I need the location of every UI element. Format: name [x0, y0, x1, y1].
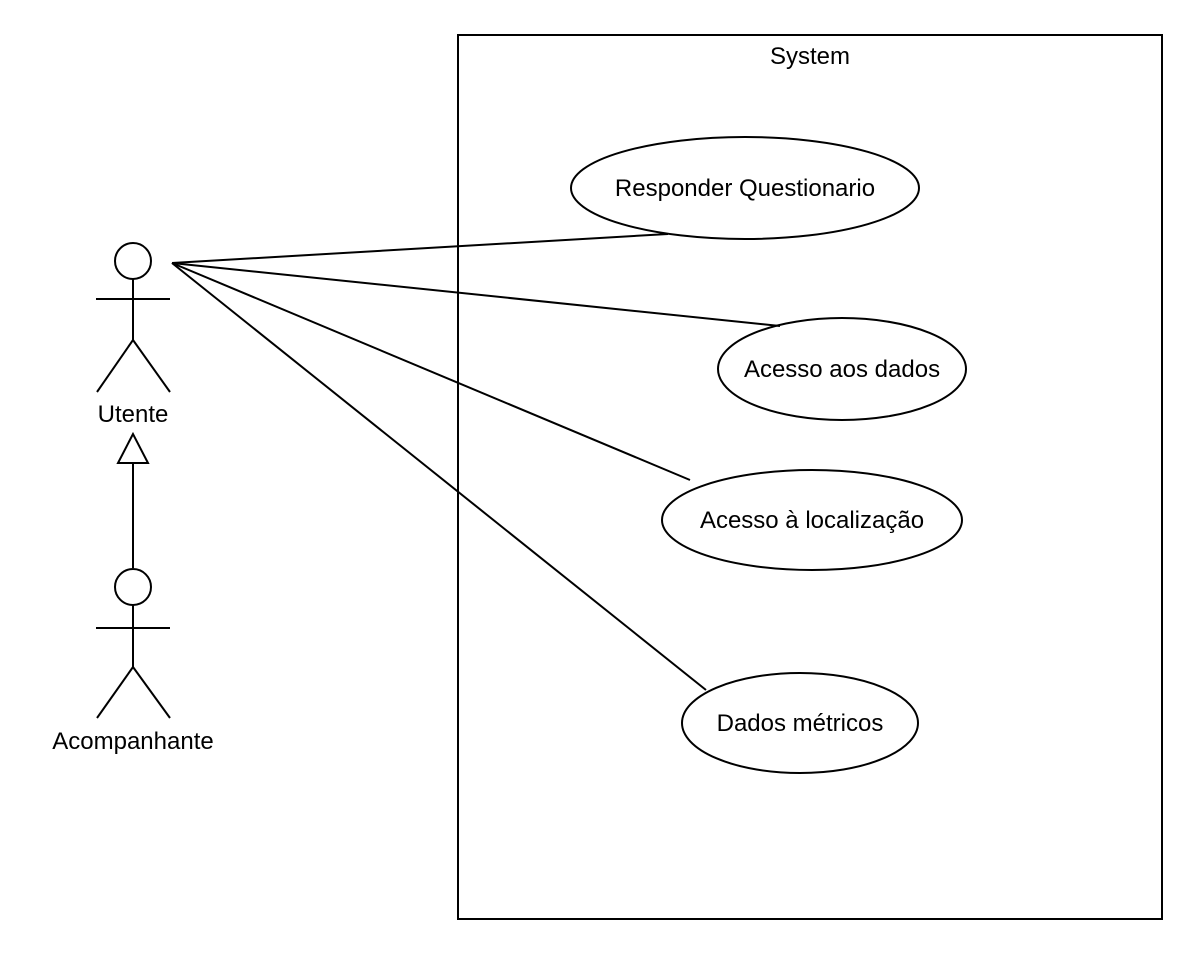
actor-acompanhante[interactable]: Acompanhante	[52, 568, 214, 755]
use-case-label: Acesso aos dados	[744, 356, 940, 383]
use-case-dados-metricos[interactable]: Dados métricos	[681, 672, 919, 774]
use-case-ellipse	[717, 317, 967, 421]
use-case-label: Dados métricos	[717, 710, 884, 737]
use-case-label: Responder Questionario	[615, 175, 875, 202]
generalization-arrow[interactable]	[116, 431, 150, 568]
association-dados-metricos[interactable]	[171, 262, 707, 691]
actor-right-leg	[132, 339, 171, 393]
use-case-acesso-localizacao[interactable]: Acesso à localização	[661, 469, 963, 571]
actor-left-leg	[96, 666, 134, 719]
use-case-ellipse	[570, 136, 920, 240]
association-acesso-localizacao[interactable]	[171, 262, 691, 481]
use-case-label: Acesso à localização	[700, 507, 924, 534]
actor-left-leg	[96, 339, 134, 393]
use-case-responder-questionario[interactable]: Responder Questionario	[570, 136, 920, 240]
system-label: System	[770, 43, 850, 70]
use-case-acesso-aos-dados[interactable]: Acesso aos dados	[717, 317, 967, 421]
actor-head	[114, 568, 152, 606]
actor-label: Utente	[98, 401, 169, 428]
association-acesso-aos-dados[interactable]	[171, 262, 781, 327]
generalization-triangle-icon	[116, 431, 150, 464]
actor-right-leg	[132, 666, 171, 719]
actor-head	[114, 242, 152, 280]
use-case-ellipse	[681, 672, 919, 774]
system-boundary-box	[457, 34, 1163, 920]
use-case-ellipse	[661, 469, 963, 571]
system-boundary[interactable]: System	[457, 34, 1163, 920]
actor-utente[interactable]: Utente	[96, 242, 171, 428]
actor-label: Acompanhante	[52, 728, 213, 755]
association-responder-questionario[interactable]	[171, 233, 669, 264]
associations	[171, 233, 781, 691]
